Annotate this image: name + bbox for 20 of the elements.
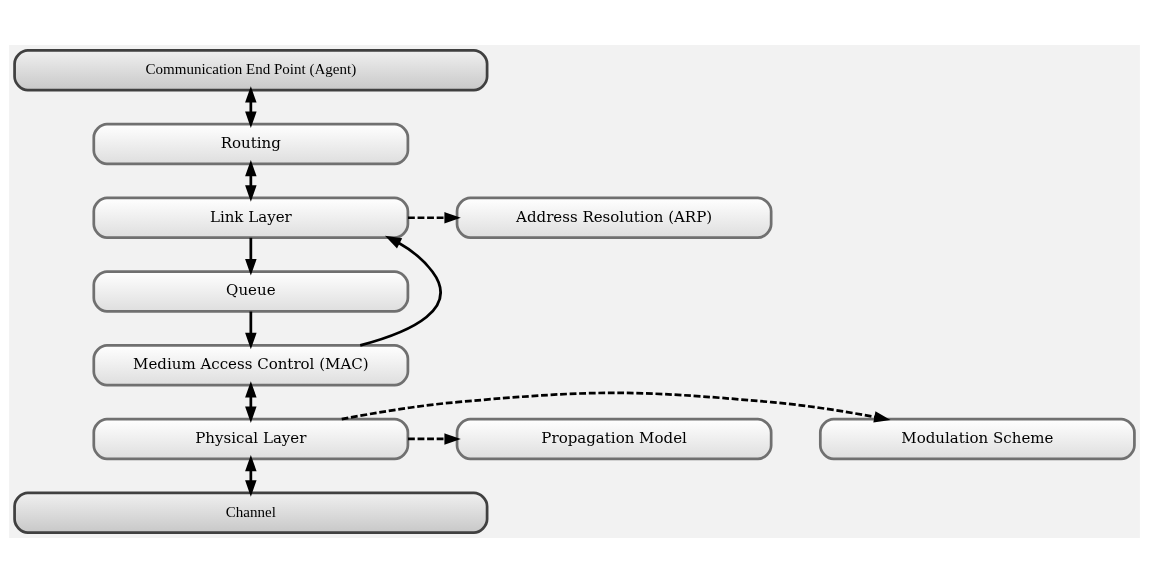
arrow xyxy=(245,311,257,349)
node-box: Modulation Scheme xyxy=(818,417,1136,460)
node-box: Routing xyxy=(92,122,410,165)
node-box: Queue xyxy=(92,269,410,313)
arrow xyxy=(341,391,891,423)
arrow xyxy=(359,235,442,347)
node-box: Communication End Point (Agent) xyxy=(13,48,489,91)
arrow xyxy=(245,237,257,275)
node-box: Link Layer xyxy=(92,196,410,239)
arrow xyxy=(245,85,257,128)
arrow xyxy=(408,432,461,445)
arrow xyxy=(245,454,257,497)
arrow xyxy=(245,159,257,202)
node-box: Propagation Model xyxy=(455,417,773,460)
node-box: Medium Access Control (MAC) xyxy=(92,343,410,386)
node-box: Address Resolution (ARP) xyxy=(455,196,773,239)
arrow xyxy=(408,211,461,223)
arrow xyxy=(245,380,257,423)
node-box: Channel xyxy=(13,491,489,534)
node-box: Physical Layer xyxy=(92,417,410,460)
